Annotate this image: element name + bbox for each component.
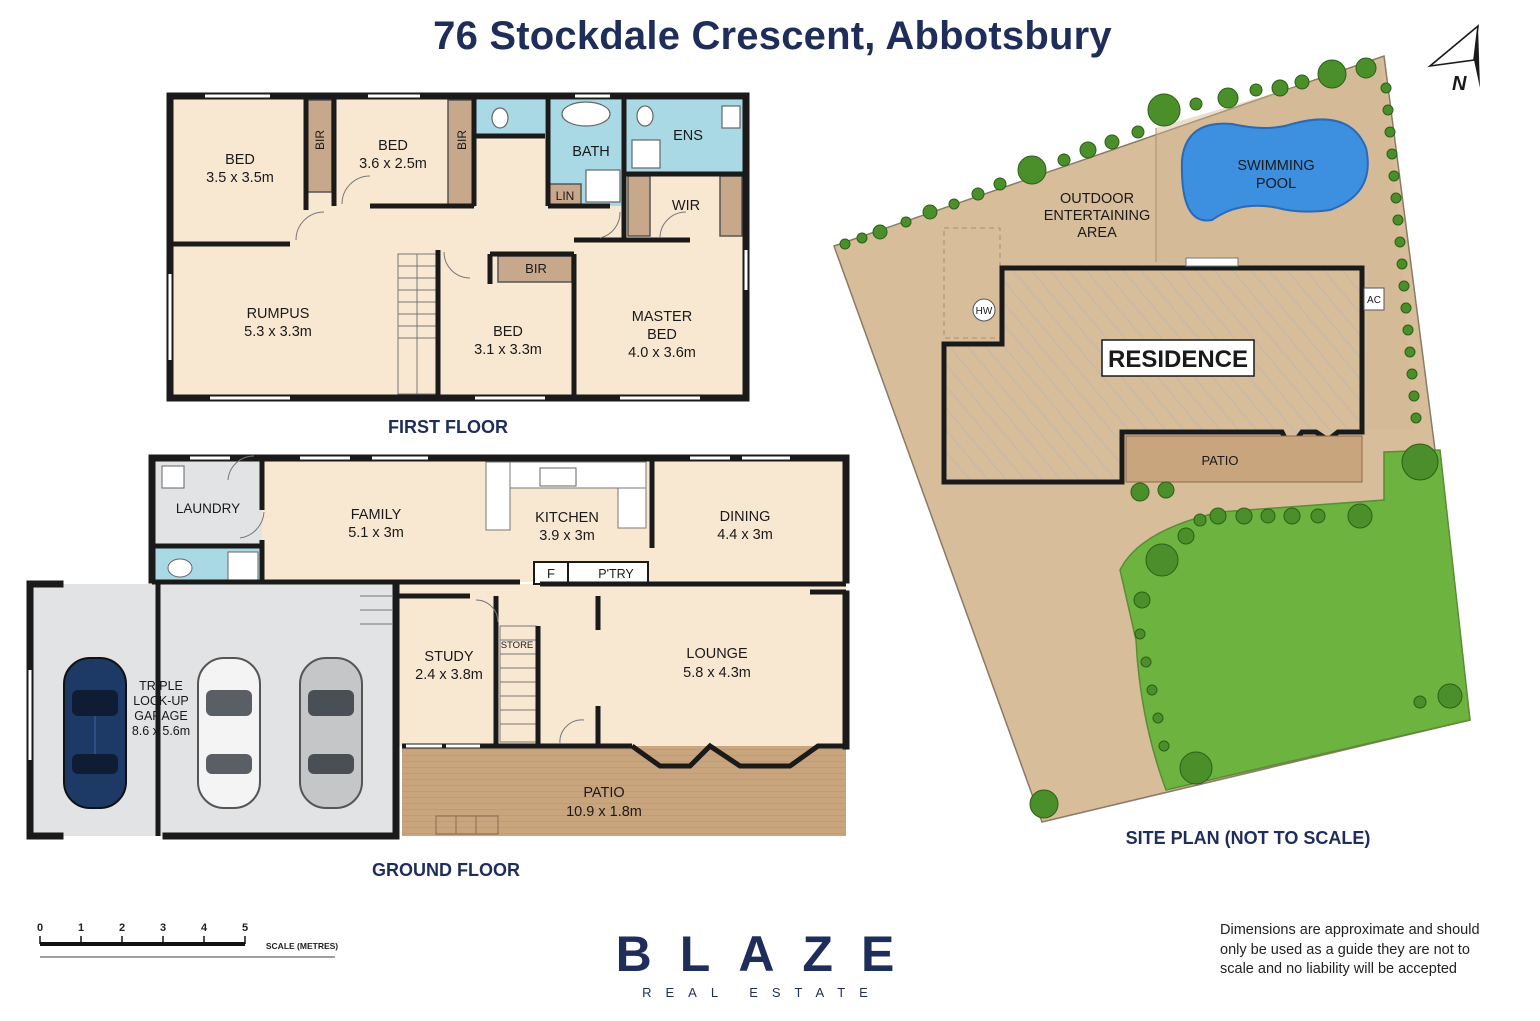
north-arrow-icon: N bbox=[1427, 24, 1480, 95]
room-garage-3: GARAGE bbox=[134, 709, 188, 723]
site-plan: SWIMMING POOL RESIDENCE PATIO OUTDOOR EN… bbox=[833, 54, 1471, 848]
hedge-icon bbox=[839, 57, 1463, 819]
site-ac: AC bbox=[1367, 295, 1381, 306]
room-patio: PATIO bbox=[583, 785, 624, 801]
ground-floor-heading: GROUND FLOOR bbox=[372, 860, 520, 880]
room-store: STORE bbox=[501, 640, 534, 651]
room-kitchen-dim: 3.9 x 3m bbox=[539, 528, 595, 544]
room-pantry: P'TRY bbox=[598, 567, 634, 581]
room-family: FAMILY bbox=[351, 507, 402, 523]
room-lounge: LOUNGE bbox=[686, 646, 748, 662]
room-bed-3: BED bbox=[493, 324, 523, 340]
room-bir-1: BIR bbox=[313, 130, 327, 150]
room-lin: LIN bbox=[556, 189, 575, 203]
scale-tick-4: 4 bbox=[201, 922, 208, 934]
room-bed-1-dim: 3.5 x 3.5m bbox=[206, 170, 274, 186]
room-study: STUDY bbox=[424, 649, 473, 665]
room-lounge-dim: 5.8 x 4.3m bbox=[683, 665, 751, 681]
site-hw: HW bbox=[976, 306, 993, 317]
room-dining-dim: 4.4 x 3m bbox=[717, 527, 773, 543]
first-floor-plan: BED 3.5 x 3.5m BED 3.6 x 2.5m BATH ENS W… bbox=[166, 92, 750, 437]
site-plan-heading: SITE PLAN (NOT TO SCALE) bbox=[1126, 828, 1371, 848]
page-title: 76 Stockdale Crescent, Abbotsbury bbox=[433, 14, 1112, 58]
compass-label: N bbox=[1452, 73, 1467, 95]
scale-tick-1: 1 bbox=[78, 922, 84, 934]
car-white-icon bbox=[197, 657, 261, 809]
site-outdoor-2: ENTERTAINING bbox=[1044, 208, 1151, 224]
site-outdoor-3: AREA bbox=[1077, 225, 1117, 241]
brand-sub: REAL ESTATE bbox=[642, 985, 882, 1000]
scale-label: SCALE (METRES) bbox=[266, 941, 338, 951]
room-master-2: BED bbox=[647, 327, 677, 343]
scale-tick-5: 5 bbox=[242, 922, 248, 934]
room-bath: BATH bbox=[572, 144, 610, 160]
room-bed-2: BED bbox=[378, 138, 408, 154]
room-dining: DINING bbox=[720, 509, 771, 525]
scale-tick-0: 0 bbox=[37, 922, 43, 934]
room-laundry: LAUNDRY bbox=[176, 501, 240, 516]
car-silver-icon bbox=[299, 657, 363, 809]
room-master: MASTER bbox=[632, 309, 692, 325]
room-garage-dim: 8.6 x 5.6m bbox=[132, 724, 190, 738]
room-patio-dim: 10.9 x 1.8m bbox=[566, 804, 642, 820]
room-master-dim: 4.0 x 3.6m bbox=[628, 345, 696, 361]
ground-floor-plan: LAUNDRY FAMILY 5.1 x 3m KITCHEN 3.9 x 3m… bbox=[26, 454, 850, 880]
room-bir-3: BIR bbox=[525, 261, 547, 276]
room-study-dim: 2.4 x 3.8m bbox=[415, 667, 483, 683]
room-bed-1: BED bbox=[225, 152, 255, 168]
room-rumpus: RUMPUS bbox=[247, 306, 310, 322]
room-garage-2: LOCK-UP bbox=[133, 694, 189, 708]
site-residence: RESIDENCE bbox=[1108, 346, 1248, 373]
site-patio: PATIO bbox=[1201, 453, 1238, 468]
room-fridge: F bbox=[547, 566, 555, 581]
brand-logo: BLAZE REAL ESTATE bbox=[560, 925, 950, 1000]
brand-name: BLAZE bbox=[615, 926, 923, 982]
room-garage: TRIPLE bbox=[139, 679, 183, 693]
first-floor-heading: FIRST FLOOR bbox=[388, 417, 508, 437]
car-blue-icon bbox=[63, 657, 127, 809]
room-bir-2: BIR bbox=[455, 130, 469, 150]
room-ens: ENS bbox=[673, 128, 703, 144]
room-kitchen: KITCHEN bbox=[535, 510, 599, 526]
site-outdoor: OUTDOOR bbox=[1060, 191, 1134, 207]
room-bed-2-dim: 3.6 x 2.5m bbox=[359, 156, 427, 172]
scale-tick-3: 3 bbox=[160, 922, 166, 934]
disclaimer-text: Dimensions are approximate and should on… bbox=[1220, 922, 1480, 977]
site-pool-2: POOL bbox=[1256, 176, 1296, 192]
room-family-dim: 5.1 x 3m bbox=[348, 525, 404, 541]
scale-tick-2: 2 bbox=[119, 922, 125, 934]
room-bed-3-dim: 3.1 x 3.3m bbox=[474, 342, 542, 358]
scale-bar: 0 1 2 3 4 5 SCALE (METRES) bbox=[37, 922, 338, 958]
room-rumpus-dim: 5.3 x 3.3m bbox=[244, 324, 312, 340]
room-wir: WIR bbox=[672, 198, 700, 214]
site-pool: SWIMMING bbox=[1237, 158, 1314, 174]
